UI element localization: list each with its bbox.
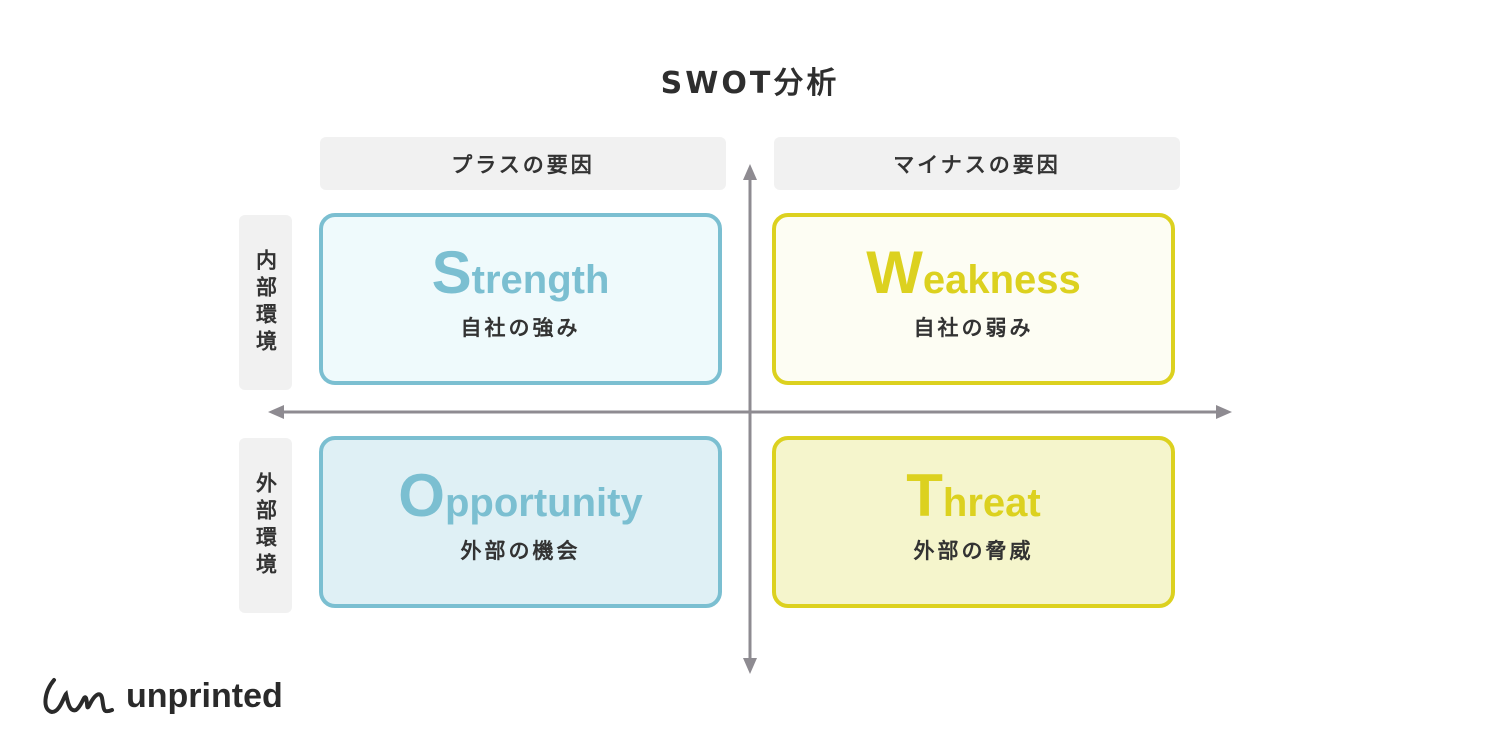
quadrant-initial: S xyxy=(431,238,472,306)
quadrant-title: trength xyxy=(471,257,610,302)
quadrant-opportunity: Opportunity 外部の機会 xyxy=(319,436,722,608)
quadrant-title: pportunity xyxy=(444,480,643,525)
quadrant-subtitle: 外部の機会 xyxy=(460,538,581,563)
quadrant-initial: T xyxy=(906,461,943,529)
quadrant-strength: Strength 自社の強み xyxy=(319,213,722,385)
diagram-title: SWOT分析 xyxy=(660,66,840,101)
arrow-up-icon xyxy=(743,164,757,180)
quadrant-subtitle: 自社の強み xyxy=(460,315,581,340)
row-header-external: 外部環境 xyxy=(239,438,292,613)
logo-scribble-icon xyxy=(43,678,114,715)
quadrant-title: hreat xyxy=(942,480,1041,525)
arrow-left-icon xyxy=(268,405,284,419)
column-header-negative: マイナスの要因 xyxy=(774,137,1180,190)
quadrant-subtitle: 外部の脅威 xyxy=(913,538,1034,563)
quadrant-threat: Threat 外部の脅威 xyxy=(772,436,1175,608)
quadrant-initial: O xyxy=(398,461,445,529)
logo-text: unprinted xyxy=(126,676,283,715)
quadrant-title: eakness xyxy=(922,257,1081,302)
arrow-down-icon xyxy=(743,658,757,674)
quadrant-weakness: Weakness 自社の弱み xyxy=(772,213,1175,385)
logo: unprinted xyxy=(40,674,283,718)
row-header-internal: 内部環境 xyxy=(239,215,292,390)
column-header-positive: プラスの要因 xyxy=(320,137,726,190)
arrow-right-icon xyxy=(1216,405,1232,419)
quadrant-initial: W xyxy=(866,238,923,306)
quadrant-subtitle: 自社の弱み xyxy=(913,315,1034,340)
